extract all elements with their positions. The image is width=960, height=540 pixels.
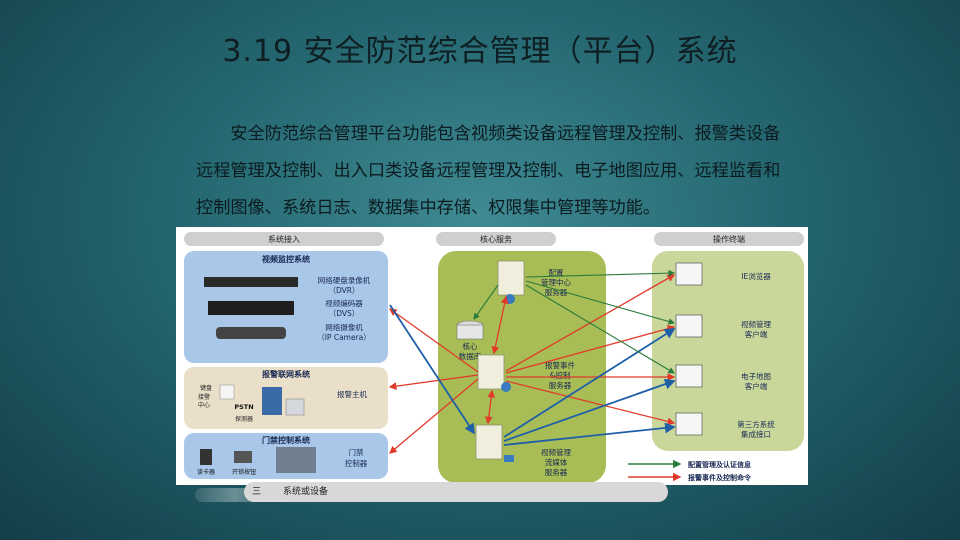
arrow-blue-media-to-term3	[503, 378, 676, 442]
ip-camera-icon	[216, 327, 286, 339]
access-controller-icon	[276, 447, 316, 473]
slide-title: 3.19 安全防范综合管理（平台）系统	[222, 34, 738, 69]
card-reader-icon	[200, 449, 212, 465]
alarm-group-title: 报警联网系统	[262, 369, 310, 379]
arrow-blue-video-to-media	[389, 304, 475, 435]
arrow-red-alarm-to-access	[389, 378, 479, 454]
unlock-button-icon	[234, 451, 252, 463]
access-label-door: 门禁	[349, 448, 364, 457]
arrow-red-alarm-to-video	[388, 308, 479, 373]
alarm-label-receive: 接警	[198, 393, 210, 401]
terminal-video-label-2: 客户端	[745, 329, 768, 339]
footer-device-pill: 三 系统或设备	[244, 482, 668, 502]
access-label-controller: 控制器	[345, 458, 368, 468]
footer-label-device: 系统或设备	[283, 487, 329, 497]
alarm-host-icon	[262, 387, 282, 415]
terminal-panel	[652, 251, 804, 451]
terminal-ie-label: IE浏览器	[741, 271, 771, 281]
arrow-red-alarm-to-alarmgroup	[388, 374, 479, 390]
terminal-video-label-1: 视频管理	[741, 319, 771, 329]
slide-body-text: 安全防范综合管理平台功能包含视频类设备远程管理及控制、报警类设备远程管理及控制、…	[196, 124, 781, 218]
alarm-group-box	[184, 367, 388, 429]
alarm-label-detector: 探测器	[235, 415, 253, 423]
video-item-dvr: 网络硬盘录像机	[318, 275, 371, 285]
config-server-icon	[497, 260, 525, 296]
arrow-red-alarm-to-term2	[505, 324, 676, 374]
alarm-server-label-1: 报警事件	[545, 360, 575, 370]
arrow-green-config-to-db	[473, 284, 499, 320]
alarm-server-label-3: 服务器	[549, 380, 572, 390]
video-item-ipc: 网络摄像机	[325, 322, 363, 332]
access-group-title: 门禁控制系统	[262, 435, 310, 445]
arrow-green-config-to-term1	[525, 269, 676, 278]
access-label-unlock: 开锁按钮	[232, 468, 256, 476]
media-server-label-3: 服务器	[545, 467, 568, 477]
col-header-access-pill	[184, 232, 384, 246]
config-server-globe-icon	[505, 294, 515, 304]
terminal-map-monitor-icon	[675, 364, 703, 388]
arrow-blue-media-to-term4	[503, 422, 676, 446]
video-item-dvr-abbr: （DVR）	[329, 286, 360, 295]
database-icon	[456, 324, 484, 340]
video-item-dvs-abbr: （DVS）	[329, 309, 360, 318]
footer-label-3: 三	[252, 487, 262, 497]
media-server-label-2: 流媒体	[545, 457, 568, 467]
arrow-red-alarm-to-media	[484, 389, 496, 425]
arrow-red-alarm-to-term4	[505, 380, 676, 426]
col-header-terminal-pill	[654, 232, 804, 246]
media-server-icon	[475, 424, 503, 460]
media-server-stream-icon	[504, 455, 514, 462]
arrow-green-config-to-term2	[525, 280, 676, 325]
terminal-ie-monitor-icon	[675, 262, 703, 286]
terminal-third-party-label-1: 第三方系统	[737, 419, 775, 429]
architecture-diagram: 系统接入 核心服务 操作终端 视频监控系统 网络硬盘录像机 （DVR） 视频编码…	[176, 227, 808, 485]
arrow-red-config-to-alarm	[491, 295, 509, 355]
terminal-third-party-label-2: 集成接口	[741, 429, 771, 439]
terminal-map-label-1: 电子地图	[741, 371, 771, 381]
alarm-server-icon	[477, 354, 505, 390]
video-item-ipc-abbr: （IP Camera）	[317, 333, 371, 342]
alarm-label-center: 中心	[198, 401, 210, 409]
config-server-label-2: 管理中心	[541, 277, 571, 287]
alarm-server-label-2: &控制	[550, 370, 571, 380]
config-server-label-3: 服务器	[545, 287, 568, 297]
terminal-third-party-monitor-icon	[675, 412, 703, 436]
dvr-device-icon	[204, 277, 298, 287]
alarm-server-user-icon	[501, 382, 511, 392]
col-header-terminal: 操作终端	[713, 234, 745, 244]
col-header-access: 系统接入	[268, 234, 300, 244]
database-label-1: 核心	[463, 341, 478, 351]
alarm-label-pstn: PSTN	[234, 403, 253, 411]
arrow-blue-media-to-term2	[503, 328, 676, 438]
video-item-dvs: 视频编码器	[325, 298, 363, 308]
terminal-map-label-2: 客户端	[745, 381, 768, 391]
terminal-video-monitor-icon	[675, 314, 703, 338]
config-server-label-1: 配置	[549, 268, 564, 277]
video-group-title: 视频监控系统	[262, 254, 310, 264]
legend-config-label: 配置管理及认证信息	[688, 460, 751, 469]
legend-alarm-label: 报警事件及控制命令	[688, 473, 752, 482]
alarm-label-host: 报警主机	[337, 389, 367, 399]
col-header-core-pill	[436, 232, 556, 246]
col-header-core: 核心服务	[480, 234, 512, 244]
dvs-device-icon	[208, 301, 294, 315]
alarm-label-keyboard: 键盘	[200, 384, 212, 392]
arrow-green-config-to-term3	[525, 284, 675, 374]
alarm-keypad-icon	[219, 384, 235, 400]
media-server-label-1: 视频管理	[541, 447, 571, 457]
alarm-device-icon	[285, 398, 305, 416]
database-label-2: 数据库	[459, 351, 482, 361]
access-label-reader: 读卡器	[197, 468, 215, 476]
